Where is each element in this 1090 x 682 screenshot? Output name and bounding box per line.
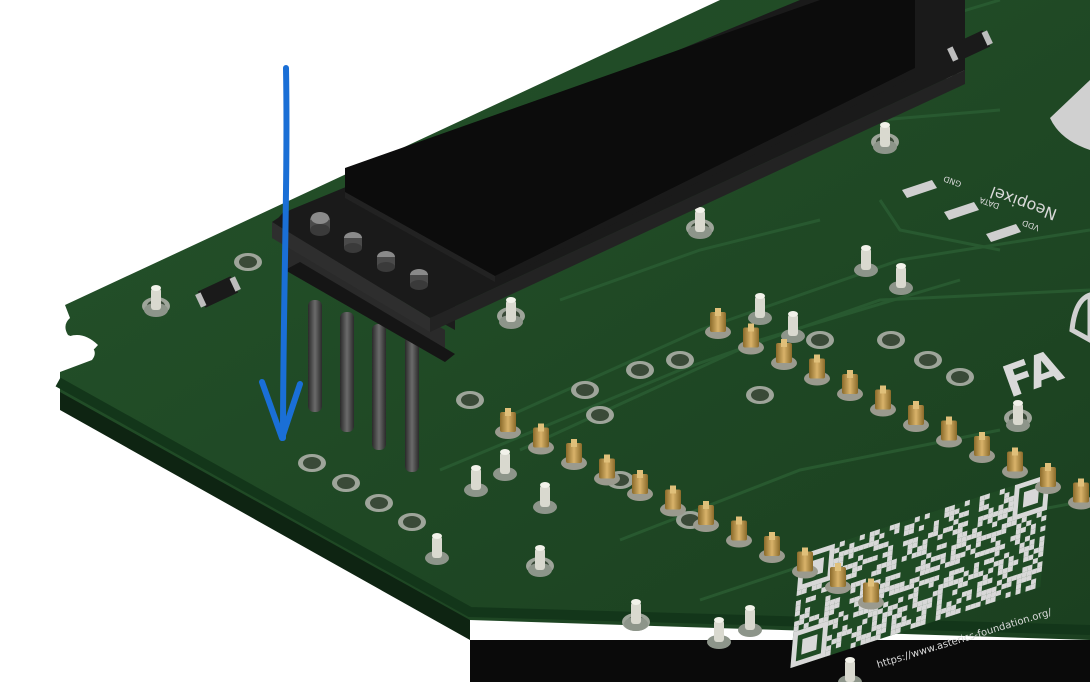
via bbox=[332, 474, 360, 492]
gold-pin bbox=[1002, 447, 1028, 479]
gold-pin bbox=[705, 308, 731, 339]
gold-pin bbox=[825, 563, 851, 594]
annotation-arrow bbox=[259, 65, 303, 441]
display-glass bbox=[345, 0, 915, 276]
smd-left bbox=[195, 276, 241, 308]
silver-pin bbox=[493, 449, 517, 481]
logo-mark bbox=[1050, 80, 1090, 343]
silver-pin bbox=[838, 657, 862, 682]
gold-pin bbox=[1035, 463, 1061, 494]
via bbox=[586, 406, 614, 424]
oled-display-module bbox=[272, 0, 965, 472]
gold-pin bbox=[726, 516, 752, 548]
via bbox=[398, 513, 426, 531]
via bbox=[626, 361, 654, 379]
silver-pin bbox=[748, 293, 772, 325]
via bbox=[234, 253, 262, 271]
via bbox=[914, 351, 942, 369]
display-pins bbox=[308, 300, 419, 472]
gold-pin bbox=[495, 408, 521, 439]
silver-pin bbox=[499, 297, 523, 329]
silver-pin bbox=[144, 285, 168, 317]
board-shadow bbox=[470, 640, 1090, 682]
gold-pin bbox=[660, 485, 686, 517]
via bbox=[746, 386, 774, 404]
gold-pin bbox=[561, 439, 587, 470]
gold-pin bbox=[693, 501, 719, 532]
gold-pin bbox=[738, 323, 764, 355]
silver-pin bbox=[533, 482, 557, 514]
silver-pin bbox=[873, 122, 897, 154]
board-notch bbox=[62, 335, 98, 359]
pcb-board bbox=[55, 0, 1090, 682]
gold-pin bbox=[837, 370, 863, 401]
gold-pin bbox=[936, 416, 962, 448]
display-pin-tops bbox=[310, 212, 428, 290]
header-pins bbox=[495, 308, 1090, 610]
gold-pin bbox=[792, 547, 818, 579]
silver-pin bbox=[854, 245, 878, 277]
silver-pin bbox=[889, 263, 913, 295]
via bbox=[806, 331, 834, 349]
silver-pin bbox=[464, 465, 488, 497]
gold-pin bbox=[870, 385, 896, 417]
neopixel-pads bbox=[902, 180, 1021, 242]
gold-pin bbox=[759, 532, 785, 563]
via bbox=[298, 454, 326, 472]
via bbox=[877, 331, 905, 349]
gold-pin bbox=[804, 354, 830, 386]
via bbox=[365, 494, 393, 512]
smd-components bbox=[195, 30, 993, 308]
silver-pin bbox=[425, 533, 449, 565]
via bbox=[946, 368, 974, 386]
gold-pin bbox=[771, 339, 797, 370]
via bbox=[456, 391, 484, 409]
via bbox=[571, 381, 599, 399]
via bbox=[666, 351, 694, 369]
gold-pin bbox=[627, 470, 653, 501]
silver-pin bbox=[528, 545, 552, 577]
silver-pin bbox=[738, 605, 762, 637]
pcb-surface bbox=[60, 0, 1090, 640]
gold-pin bbox=[969, 432, 995, 463]
smd-top-right bbox=[947, 30, 993, 62]
silver-pin bbox=[688, 207, 712, 239]
gold-pin bbox=[528, 423, 554, 455]
gold-pin bbox=[1068, 478, 1090, 510]
gold-pin bbox=[858, 578, 884, 610]
silver-pin bbox=[707, 617, 731, 649]
gold-pin bbox=[594, 454, 620, 486]
silver-pin bbox=[1006, 400, 1030, 432]
qr-code bbox=[790, 473, 1050, 669]
silver-pin bbox=[624, 599, 648, 631]
gold-pin bbox=[903, 401, 929, 432]
